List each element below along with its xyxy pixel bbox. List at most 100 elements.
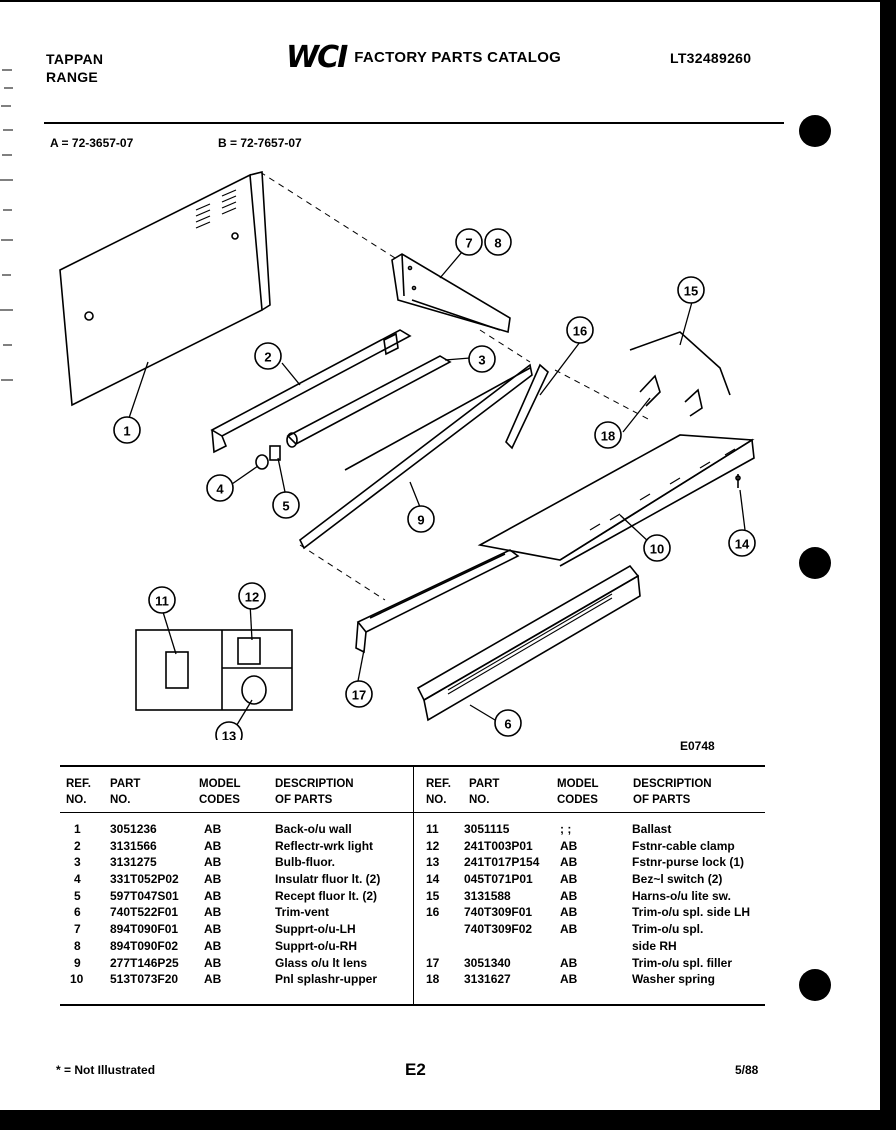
table-row: 5 597T047S01 AB Recept fluor lt. (2)	[60, 889, 410, 906]
page-frame-top	[0, 0, 896, 2]
callout-2-circle	[254, 342, 282, 370]
callout-11-circle	[148, 586, 176, 614]
ref-no-header-left: REF.NO.	[66, 778, 91, 806]
part-description: Harns-o/u lite sw.	[632, 888, 731, 903]
model-code: AB	[204, 922, 222, 937]
table-row: side RH	[414, 939, 774, 956]
ref-no: 1	[74, 822, 81, 836]
ref-no: 4	[74, 872, 81, 887]
table-bottom-rule	[60, 1004, 765, 1006]
part-no: 3051115	[464, 822, 510, 836]
callout-18-circle	[594, 421, 622, 449]
callout-13: 13	[222, 729, 236, 741]
callout-2: 2	[264, 350, 271, 365]
page-frame-bottom	[0, 1110, 896, 1130]
binder-hole-top	[799, 115, 831, 147]
part-description: Bulb-fluor.	[275, 855, 335, 870]
part-no: 3131588	[464, 888, 511, 903]
model-code: AB	[204, 888, 222, 903]
callout-3: 3	[478, 353, 485, 368]
callout-1-circle	[113, 416, 141, 444]
product-type: RANGE	[46, 69, 99, 85]
model-code: AB	[204, 855, 222, 870]
model-code: ; ;	[560, 822, 572, 836]
ref-no: 10	[70, 972, 84, 987]
callout-4: 4	[216, 482, 224, 497]
model-number: LT32489260	[670, 50, 752, 66]
callout-12: 12	[245, 590, 259, 605]
ref-no: 15	[426, 888, 440, 903]
callout-17-circle	[345, 680, 373, 708]
catalog-title: FACTORY PARTS CATALOG	[354, 49, 562, 66]
model-code-a: A = 72-3657-07	[50, 136, 134, 150]
model-code: AB	[204, 872, 222, 887]
part-no: 597T047S01	[110, 888, 179, 903]
part-support-bracket	[391, 253, 511, 334]
model-code: AB	[560, 922, 578, 937]
part-fluorescent-bulb	[286, 355, 452, 448]
part-no: 241T003P01	[464, 838, 533, 853]
callout-10-circle	[643, 534, 671, 562]
not-illustrated-note: * = Not Illustrated	[56, 1063, 156, 1077]
model-code: AB	[204, 822, 222, 836]
part-description: Ballast	[632, 822, 672, 836]
table-row: 1 3051236 AB Back-o/u wall	[60, 822, 410, 839]
callout-17: 17	[352, 688, 366, 703]
ref-no: 5	[74, 888, 81, 903]
ref-no: 16	[426, 905, 440, 920]
callout-11: 11	[155, 594, 169, 609]
part-no: 3131566	[110, 838, 157, 853]
part-splasher-filler	[355, 549, 520, 654]
ref-no: 18	[426, 972, 440, 987]
part-description: Fstnr-cable clamp	[632, 838, 735, 853]
part-no: 3051236	[110, 822, 157, 836]
part-no: 740T309F01	[464, 905, 533, 920]
model-code: AB	[204, 938, 222, 953]
exploded-parts-diagram: 1 2 3 4 5 6 7 8 9 10 11 12 13 14 15 16 1…	[59, 170, 756, 741]
part-glass-lens	[298, 363, 533, 550]
part-description: Back-o/u wall	[275, 822, 352, 836]
part-splasher-panel	[477, 434, 755, 567]
part-description: Trim-o/u spl. filler	[632, 955, 733, 970]
part-no: 3051340	[464, 955, 511, 970]
part-no: 3131275	[110, 855, 157, 870]
callout-16: 16	[573, 324, 587, 339]
part-no: 045T071P01	[464, 872, 533, 887]
part-no: 894T090F02	[110, 938, 179, 953]
part-no: 740T522F01	[110, 905, 179, 920]
model-code: AB	[560, 888, 578, 903]
part-reflector	[210, 329, 412, 454]
ref-no: 6	[74, 905, 81, 920]
callout-18: 18	[601, 429, 615, 444]
part-description: Fstnr-purse lock (1)	[632, 855, 745, 870]
model-code: AB	[560, 972, 578, 987]
ref-no: 7	[74, 922, 81, 937]
model-code: AB	[560, 872, 578, 887]
callout-16-circle	[566, 316, 594, 344]
part-description: Reflectr-wrk light	[275, 838, 374, 853]
ref-no: 2	[74, 838, 81, 853]
part-harness	[629, 331, 731, 417]
part-description: Insulatr fluor lt. (2)	[275, 872, 381, 887]
part-description: Recept fluor lt. (2)	[275, 888, 378, 903]
callout-6: 6	[504, 717, 511, 732]
part-back-wall	[59, 170, 271, 407]
part-description: Pnl splashr-upper	[275, 972, 378, 987]
part-description: Glass o/u lt lens	[275, 955, 368, 970]
part-insulator-receptacle	[255, 445, 281, 470]
